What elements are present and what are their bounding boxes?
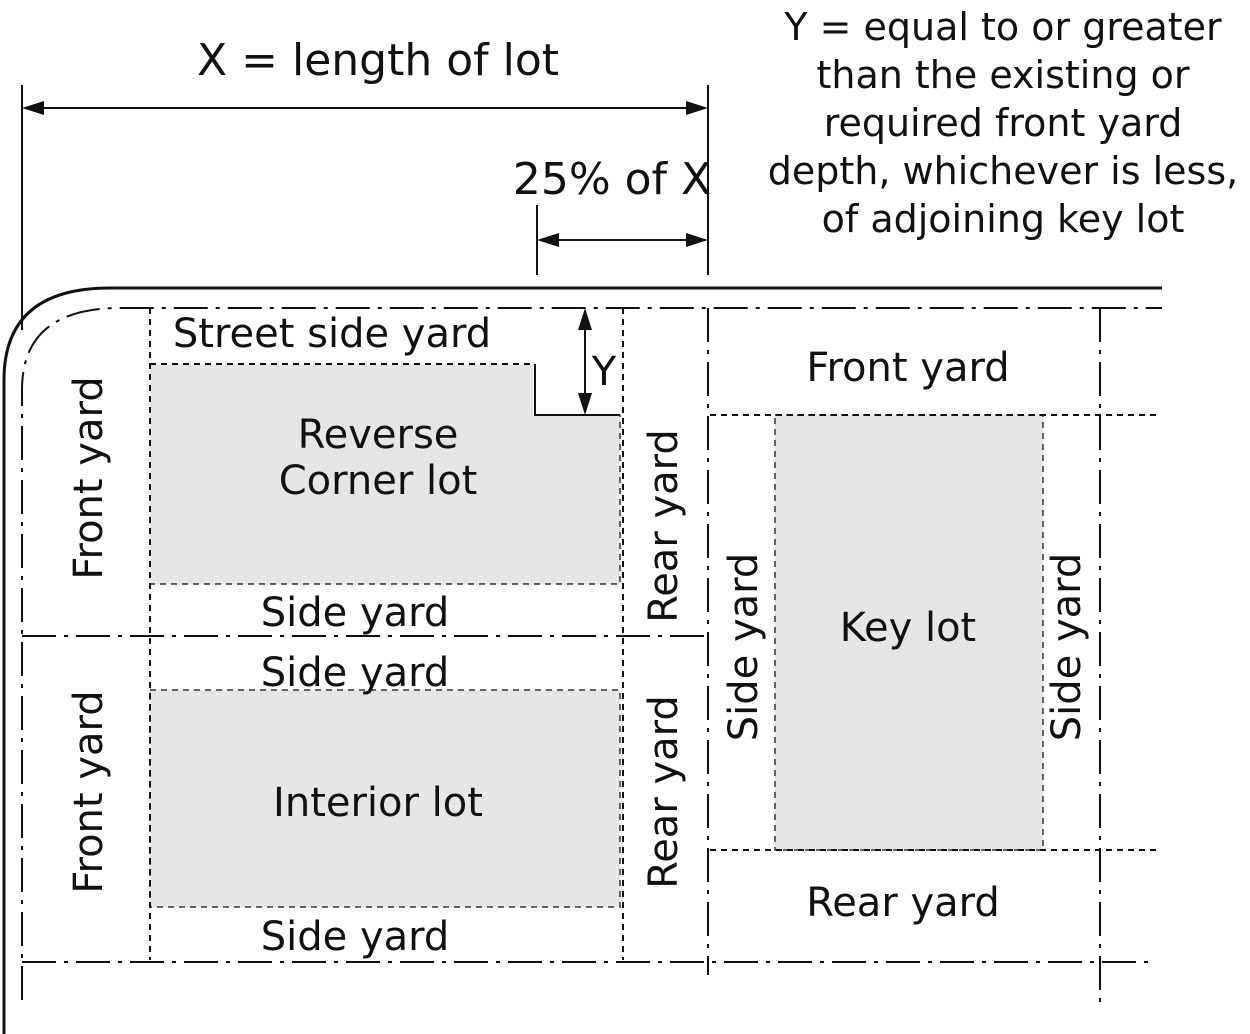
y-arrow-up-icon <box>578 308 592 330</box>
key-lot-label: Key lot <box>840 605 977 651</box>
key-rear-yard-label: Rear yard <box>806 880 1000 926</box>
reverse-corner-lot-label-line-2: Corner lot <box>279 458 478 504</box>
key-side-yard-left-label: Side yard <box>721 553 767 742</box>
x-arrow-left-icon <box>22 101 44 115</box>
key-lot-area <box>774 414 1044 851</box>
key-front-yard-label: Front yard <box>806 345 1009 391</box>
setback-notch <box>533 362 623 415</box>
outer-curb-line <box>2 286 1162 1034</box>
interior-side-yard-top-label: Side yard <box>261 650 450 696</box>
interior-front-yard-label: Front yard <box>66 690 112 893</box>
setback-notch-outline <box>534 364 620 416</box>
street-curb-lines <box>2 286 1162 1034</box>
property-line-top-left <box>21 307 1162 1000</box>
y-definition-line-3: required front yard <box>824 101 1183 145</box>
yard-boundaries <box>149 308 1160 960</box>
lot-lines <box>22 308 1150 1010</box>
interior-rear-yard-label: Rear yard <box>641 695 687 889</box>
reverse-corner-side-yard-label: Side yard <box>261 590 450 636</box>
y-definition-line-5: of adjoining key lot <box>822 197 1185 241</box>
reverse-corner-lot-label-line-1: Reverse <box>298 412 459 458</box>
x-definition-label: X = length of lot <box>197 35 559 86</box>
x-arrow-right-icon <box>686 101 708 115</box>
pct-arrow-right-icon <box>686 233 708 247</box>
y-definition-note: Y = equal to or greater than the existin… <box>768 5 1238 241</box>
pct-of-x-label: 25% of X <box>513 154 711 205</box>
key-side-yard-right-label: Side yard <box>1044 553 1090 742</box>
street-side-yard-label: Street side yard <box>173 311 491 357</box>
y-definition-line-4: depth, whichever is less, <box>768 149 1238 193</box>
reverse-corner-front-yard-label: Front yard <box>66 376 112 579</box>
dimension-x <box>21 85 709 330</box>
y-arrow-down-icon <box>578 393 592 415</box>
dimension-y <box>578 308 592 415</box>
y-definition-line-1: Y = equal to or greater <box>783 5 1222 49</box>
y-definition-line-2: than the existing or <box>816 53 1189 97</box>
y-dimension-label: Y <box>591 349 617 395</box>
interior-side-yard-bottom-label: Side yard <box>261 914 450 960</box>
pct-arrow-left-icon <box>537 233 559 247</box>
dimension-25pct <box>536 205 708 275</box>
reverse-corner-rear-yard-label: Rear yard <box>641 429 687 623</box>
interior-lot-label: Interior lot <box>273 780 483 826</box>
interior-lot-area <box>149 689 621 908</box>
